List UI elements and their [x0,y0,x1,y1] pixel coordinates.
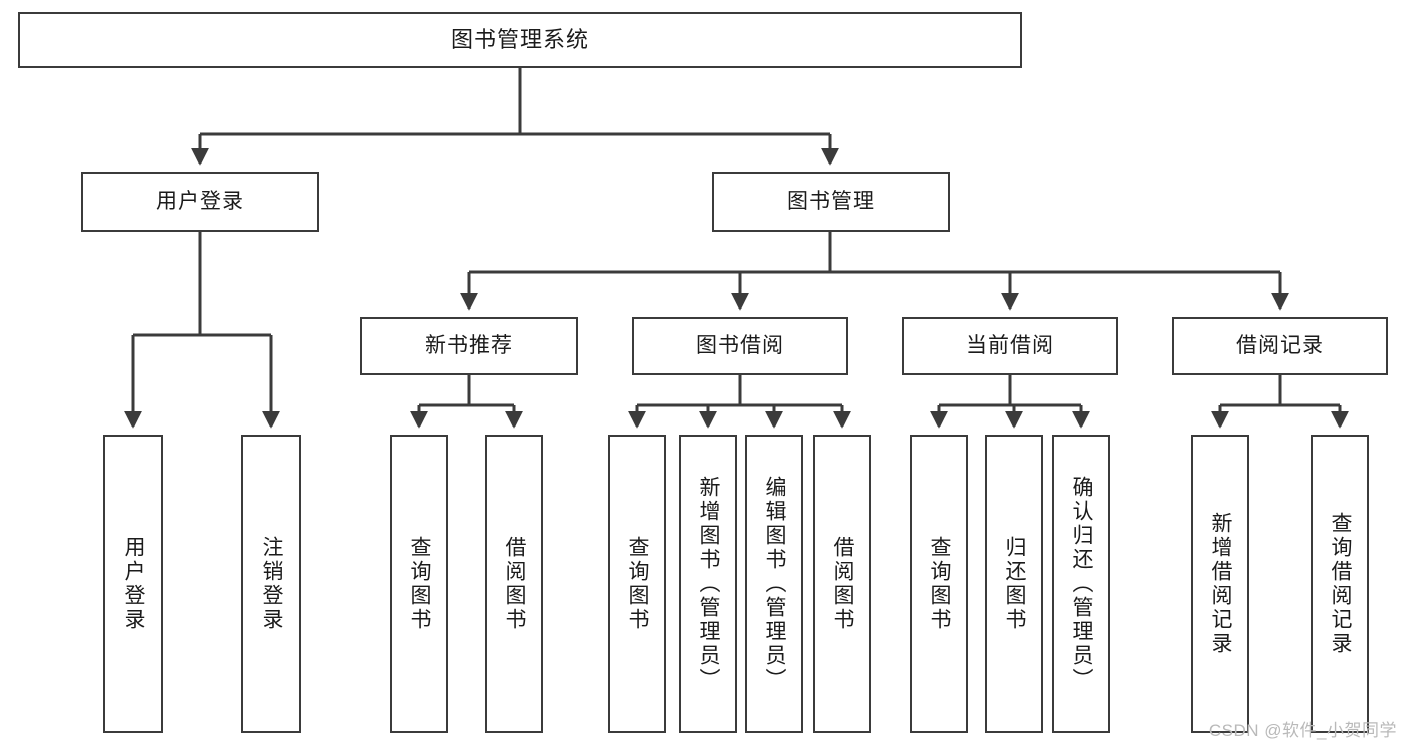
node-leaf-confirm-return-label: 确认归还（管理员） [1070,476,1093,692]
node-leaf-confirm-return[interactable]: 确认归还（管理员） [1052,435,1110,733]
node-leaf-add-book-label: 新增图书（管理员） [697,476,720,692]
node-leaf-user-login-label: 用户登录 [122,536,145,632]
node-user-login[interactable]: 用户登录 [81,172,319,232]
node-leaf-query-record-label: 查询借阅记录 [1329,512,1352,656]
node-root-label: 图书管理系统 [450,26,589,52]
node-borrow-record-label: 借阅记录 [1236,334,1324,358]
csdn-watermark: CSDN @软件_小贺同学 [1208,721,1397,740]
node-leaf-edit-book[interactable]: 编辑图书（管理员） [745,435,803,733]
node-new-book-recommend-label: 新书推荐 [425,334,513,358]
node-leaf-borrow-book-1-label: 借阅图书 [503,536,526,632]
node-leaf-user-logout-label: 注销登录 [260,536,283,632]
node-root[interactable]: 图书管理系统 [18,12,1022,68]
node-book-borrow-label: 图书借阅 [696,334,784,358]
node-user-login-label: 用户登录 [156,190,244,214]
node-leaf-return-book[interactable]: 归还图书 [985,435,1043,733]
node-leaf-user-logout[interactable]: 注销登录 [241,435,301,733]
node-leaf-add-book[interactable]: 新增图书（管理员） [679,435,737,733]
node-leaf-query-book-1-label: 查询图书 [408,536,431,632]
node-leaf-borrow-book-2-label: 借阅图书 [831,536,854,632]
node-book-manage-label: 图书管理 [787,190,875,214]
node-leaf-user-login[interactable]: 用户登录 [103,435,163,733]
node-book-borrow[interactable]: 图书借阅 [632,317,848,375]
node-current-borrow-label: 当前借阅 [966,334,1054,358]
node-leaf-query-book-1[interactable]: 查询图书 [390,435,448,733]
node-new-book-recommend[interactable]: 新书推荐 [360,317,578,375]
node-leaf-query-book-3[interactable]: 查询图书 [910,435,968,733]
node-leaf-query-book-2[interactable]: 查询图书 [608,435,666,733]
node-leaf-query-book-3-label: 查询图书 [928,536,951,632]
node-leaf-edit-book-label: 编辑图书（管理员） [763,476,786,692]
node-leaf-query-book-2-label: 查询图书 [626,536,649,632]
node-book-manage[interactable]: 图书管理 [712,172,950,232]
node-borrow-record[interactable]: 借阅记录 [1172,317,1388,375]
node-leaf-add-record[interactable]: 新增借阅记录 [1191,435,1249,733]
node-leaf-borrow-book-2[interactable]: 借阅图书 [813,435,871,733]
node-leaf-query-record[interactable]: 查询借阅记录 [1311,435,1369,733]
node-leaf-add-record-label: 新增借阅记录 [1209,512,1232,656]
node-leaf-borrow-book-1[interactable]: 借阅图书 [485,435,543,733]
node-leaf-return-book-label: 归还图书 [1003,536,1026,632]
node-current-borrow[interactable]: 当前借阅 [902,317,1118,375]
